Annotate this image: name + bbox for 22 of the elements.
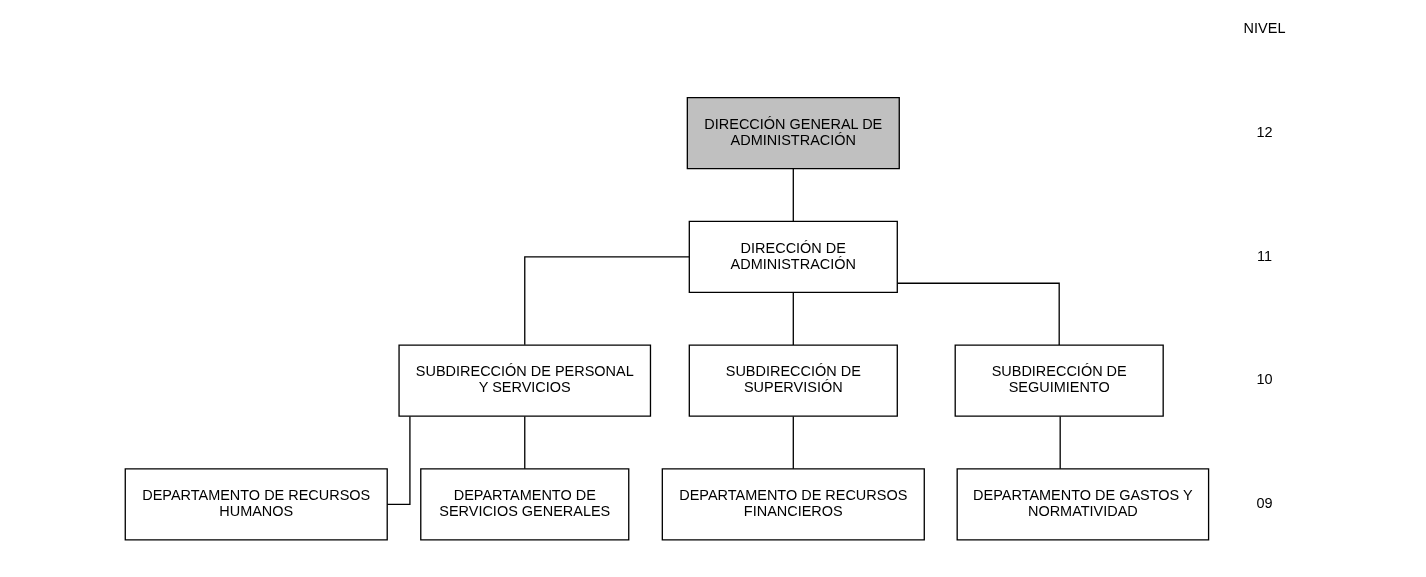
label: 09 [1256,495,1273,512]
label: 10 [1256,371,1273,388]
node-box: DEPARTAMENTO DE GASTOS Y NORMATIVIDAD [956,468,1210,541]
node-box: SUBDIRECCIÓN DE SUPERVISIÓN [688,344,898,417]
node-box: DIRECCIÓN DE ADMINISTRACIÓN [688,220,898,294]
label: NIVEL [1243,19,1286,36]
connector [386,415,411,506]
node-box: DIRECCIÓN GENERAL DE ADMINISTRACIÓN [686,96,900,170]
label: 11 [1257,247,1273,264]
node-box: DEPARTAMENTO DE RECURSOS FINANCIEROS [661,468,925,541]
connector [524,256,690,346]
label: 12 [1256,123,1273,140]
node-box: DEPARTAMENTO DE SERVICIOS GENERALES [420,468,630,541]
node-box: DEPARTAMENTO DE RECURSOS HUMANOS [124,468,388,541]
connector [1059,415,1061,470]
connector [524,415,526,470]
node-box: SUBDIRECCIÓN DE PERSONAL Y SERVICIOS [398,344,652,417]
node-box: SUBDIRECCIÓN DE SEGUIMIENTO [954,344,1164,417]
connector [792,168,794,222]
connector [792,292,794,346]
connector [896,282,1060,346]
connector [792,415,794,470]
